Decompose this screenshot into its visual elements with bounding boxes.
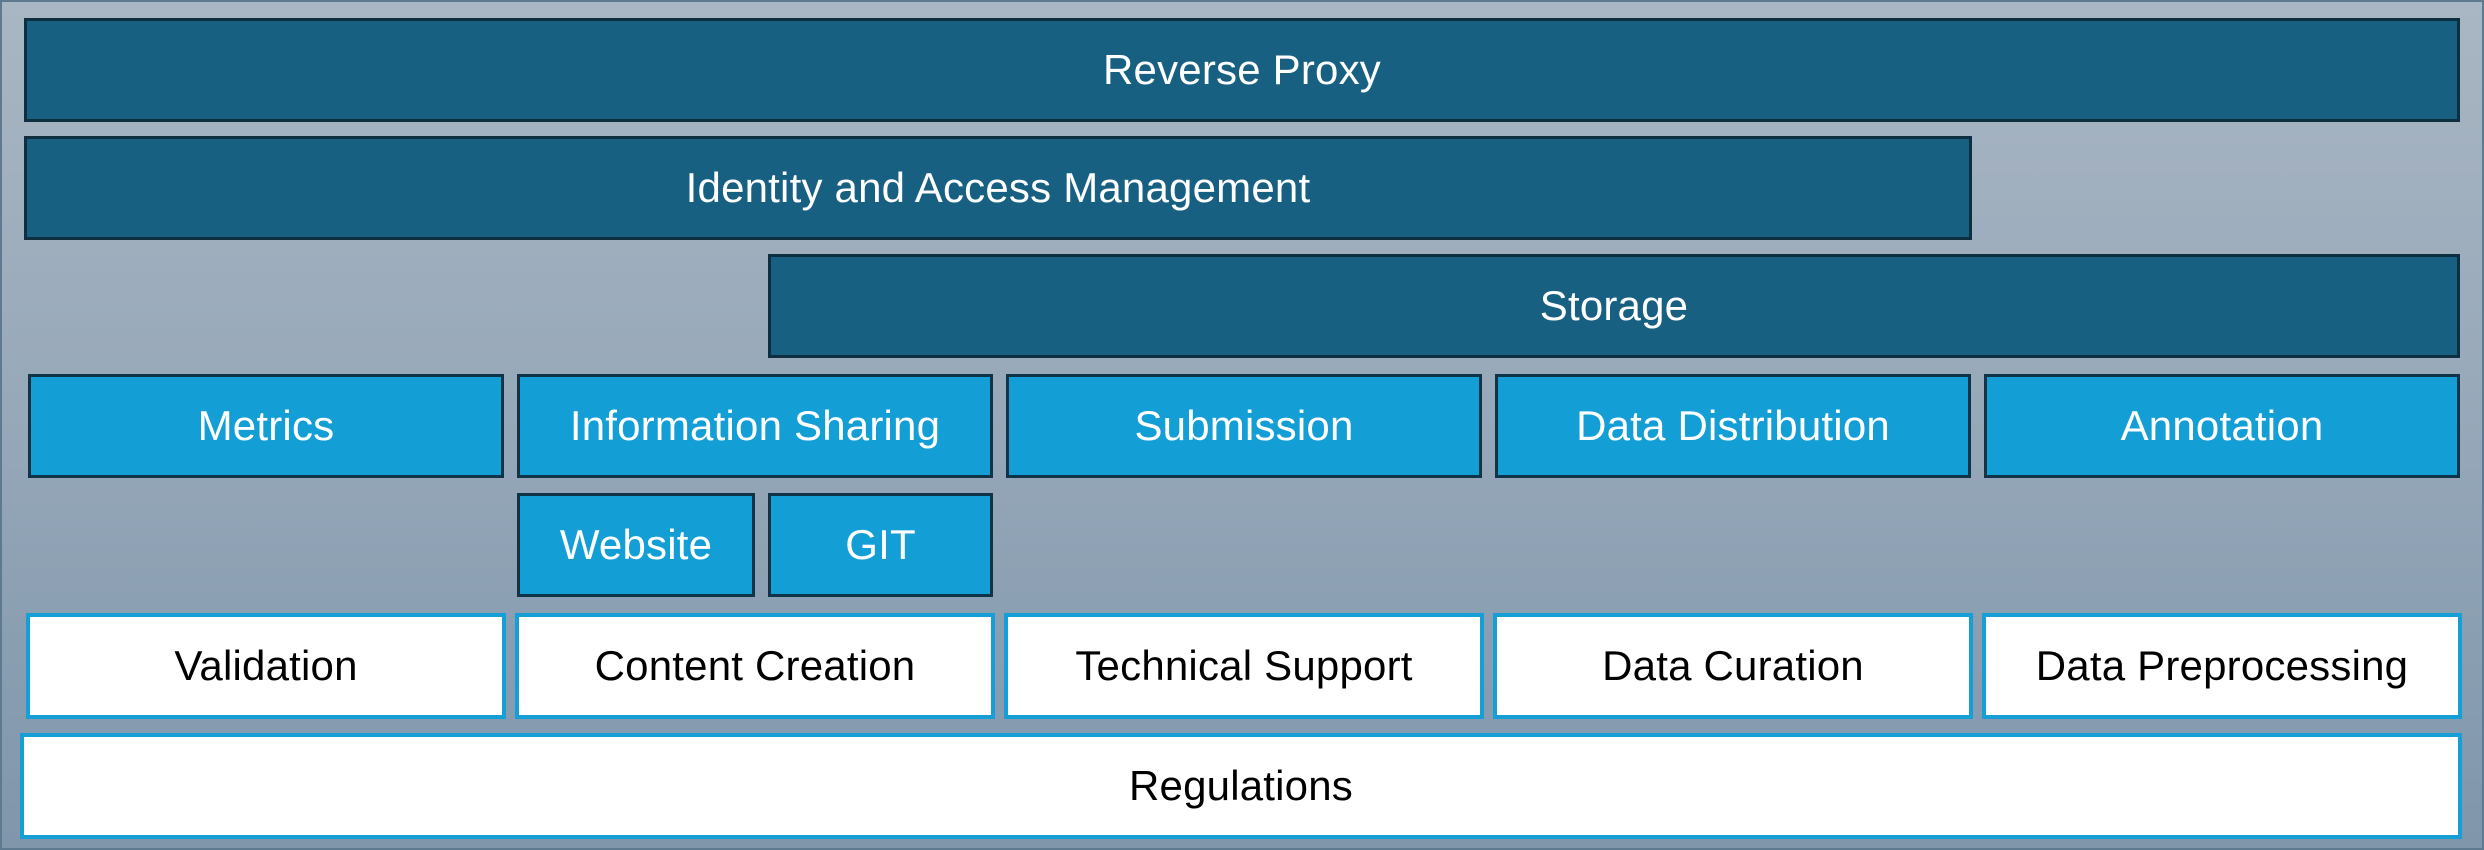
- storage-label: Storage: [1539, 282, 1689, 329]
- metrics-box: Metrics: [28, 374, 504, 478]
- identity-access-management-label: Identity and Access Management: [685, 164, 1311, 211]
- regulations-label: Regulations: [1128, 762, 1353, 809]
- validation-box: Validation: [26, 613, 506, 719]
- identity-access-management-box: Identity and Access Management: [24, 136, 1972, 240]
- technical-support-label: Technical Support: [1075, 642, 1413, 689]
- data-distribution-box: Data Distribution: [1495, 374, 1971, 478]
- git-label: GIT: [845, 521, 916, 568]
- data-distribution-label: Data Distribution: [1576, 402, 1890, 449]
- website-label: Website: [559, 521, 713, 568]
- content-creation-label: Content Creation: [594, 642, 916, 689]
- data-curation-label: Data Curation: [1602, 642, 1864, 689]
- reverse-proxy-box: Reverse Proxy: [24, 18, 2460, 122]
- git-box: GIT: [768, 493, 993, 597]
- regulations-box: Regulations: [20, 733, 2462, 839]
- data-curation-box: Data Curation: [1493, 613, 1973, 719]
- data-preprocessing-box: Data Preprocessing: [1982, 613, 2462, 719]
- content-creation-box: Content Creation: [515, 613, 995, 719]
- annotation-box: Annotation: [1984, 374, 2460, 478]
- data-preprocessing-label: Data Preprocessing: [2035, 642, 2409, 689]
- reverse-proxy-label: Reverse Proxy: [1102, 46, 1382, 93]
- technical-support-box: Technical Support: [1004, 613, 1484, 719]
- metrics-label: Metrics: [197, 402, 335, 449]
- validation-label: Validation: [174, 642, 358, 689]
- submission-label: Submission: [1134, 402, 1354, 449]
- annotation-label: Annotation: [2120, 402, 2324, 449]
- information-sharing-box: Information Sharing: [517, 374, 993, 478]
- storage-box: Storage: [768, 254, 2460, 358]
- information-sharing-label: Information Sharing: [569, 402, 941, 449]
- submission-box: Submission: [1006, 374, 1482, 478]
- website-box: Website: [517, 493, 755, 597]
